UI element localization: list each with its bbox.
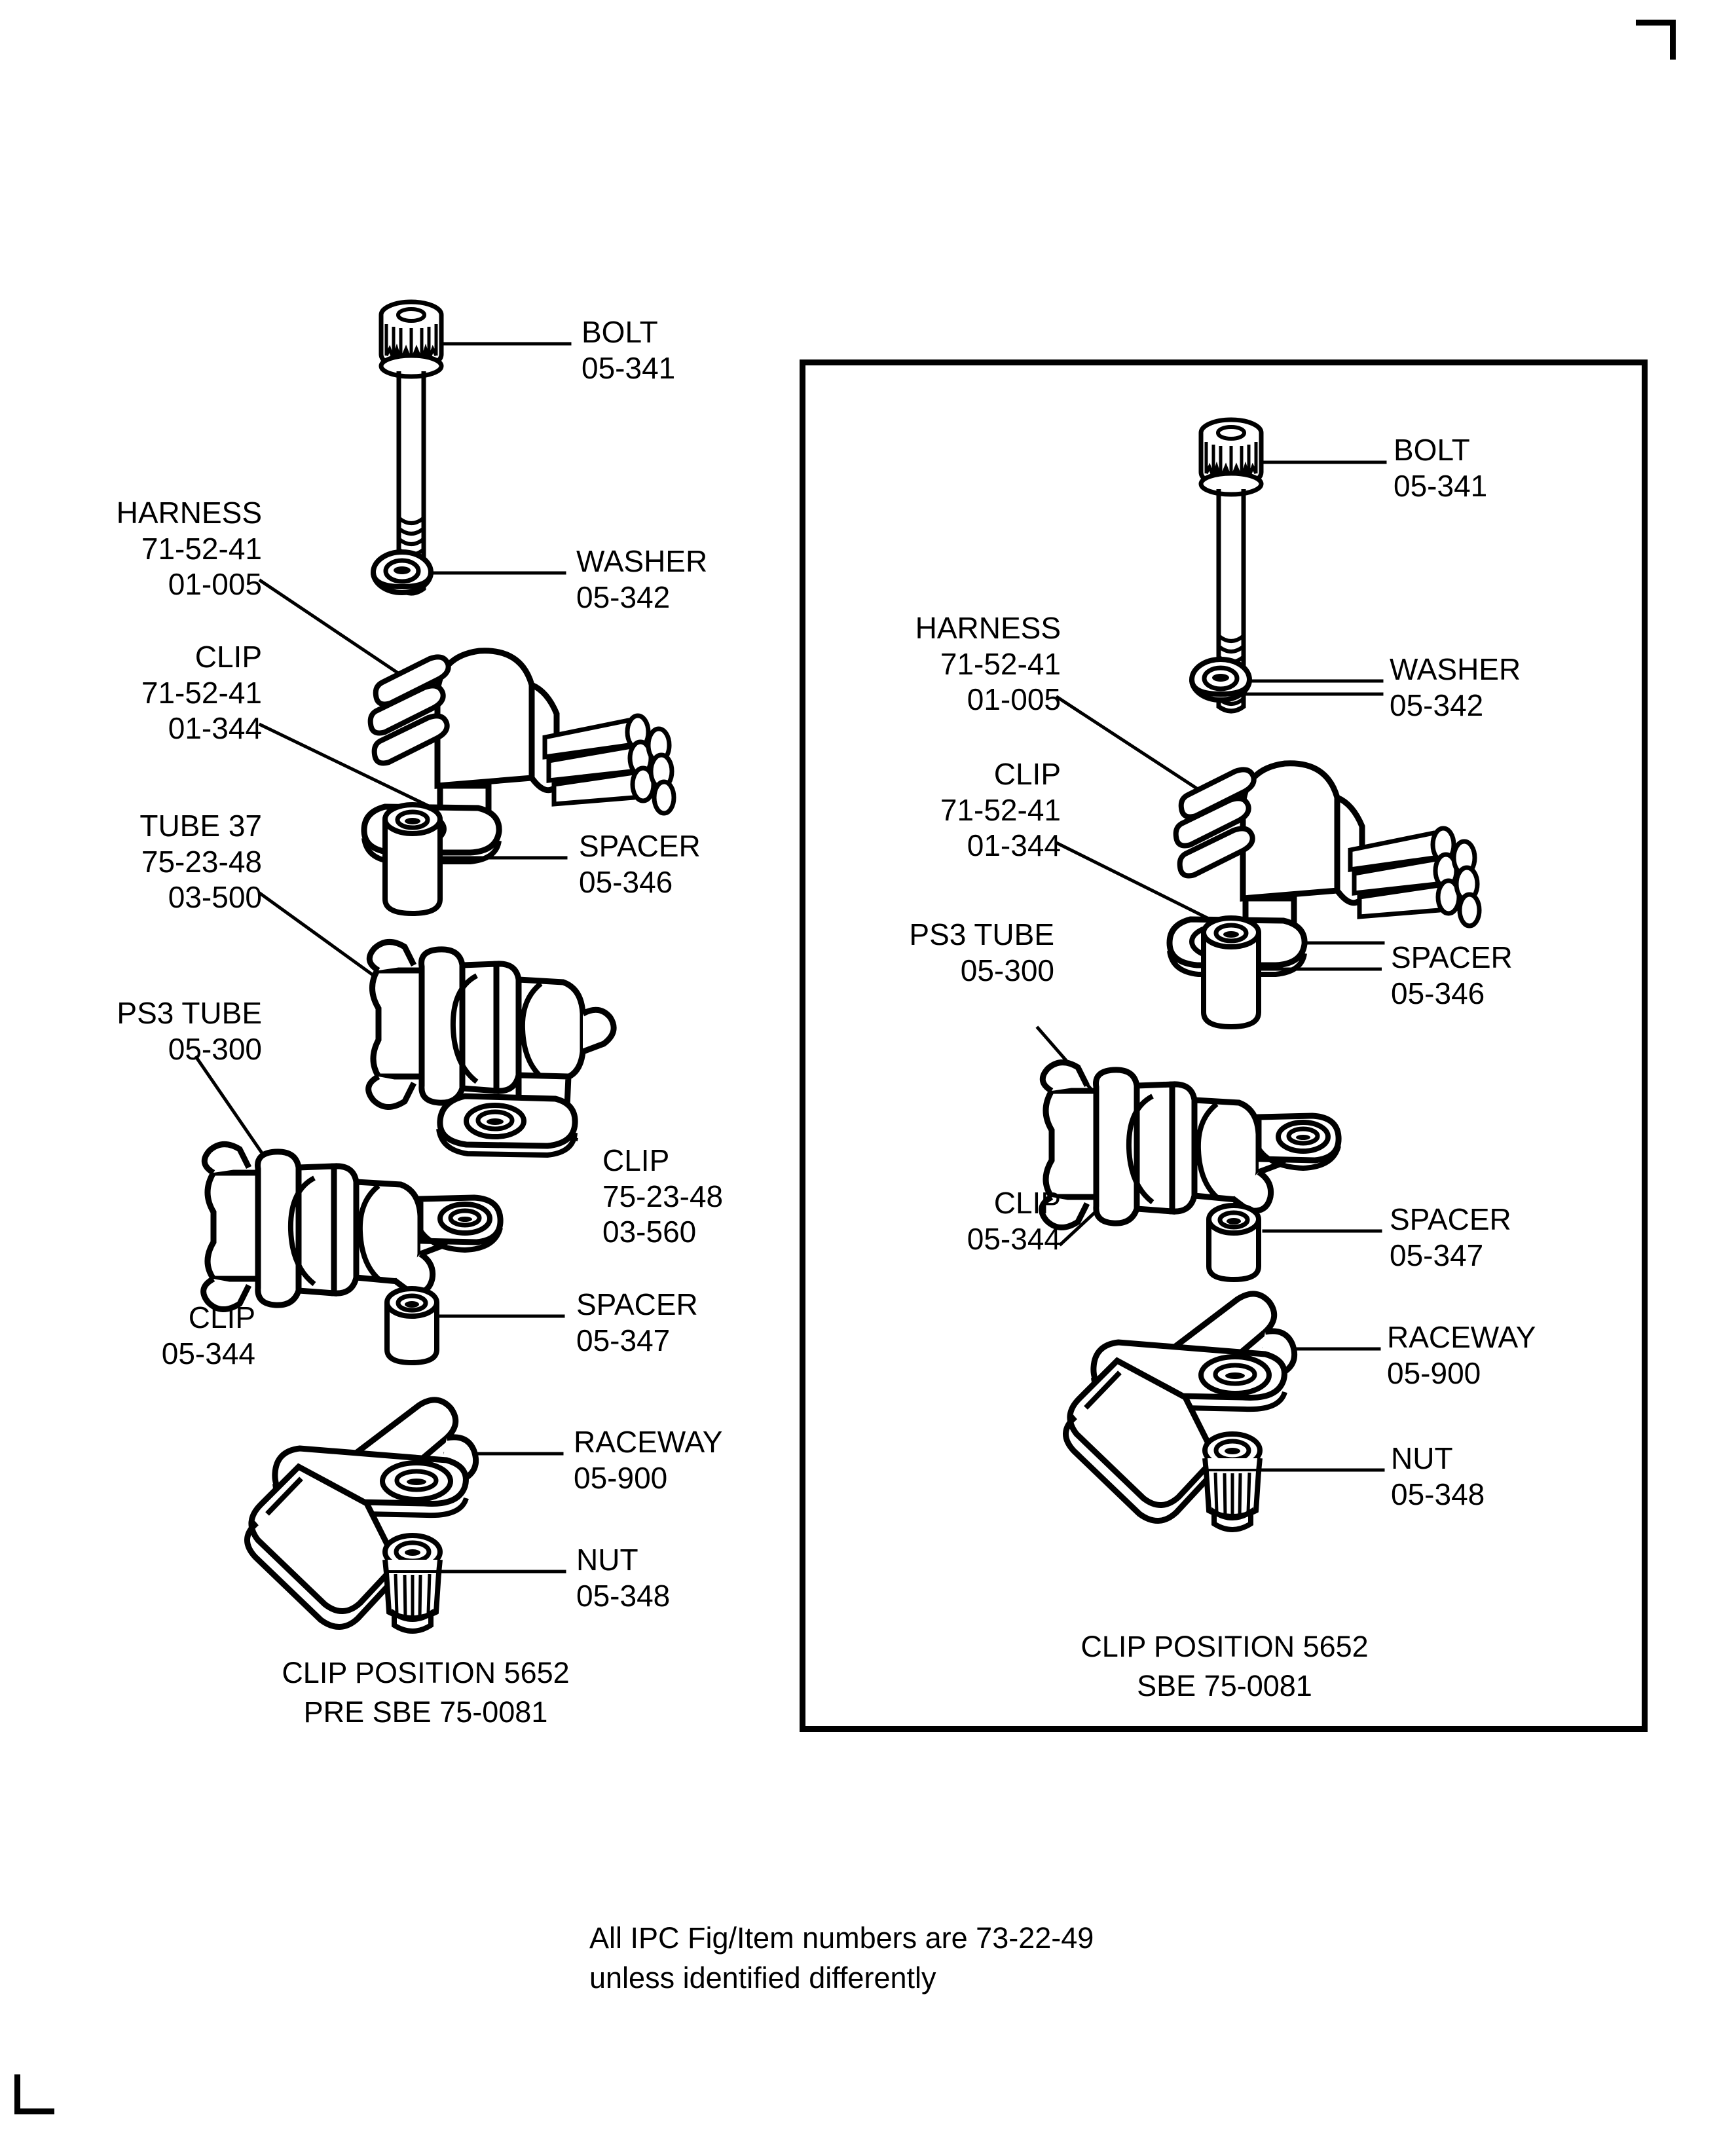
label-part-number: 05-900 <box>574 1460 668 1495</box>
corner-mark-top-right-icon <box>1636 20 1676 60</box>
label-part-number: 05-900 <box>1387 1355 1481 1390</box>
label-clip-75-23-48-left: CLIP 75-23-48 03-560 <box>602 1143 723 1250</box>
label-part-number: 05-347 <box>1390 1238 1484 1272</box>
caption-line-2: SBE 75-0081 <box>1137 1669 1312 1702</box>
label-title: NUT <box>576 1543 638 1577</box>
label-title: NUT <box>1391 1441 1453 1475</box>
label-title: BOLT <box>1394 433 1470 467</box>
label-ps3-tube-left: PS3 TUBE 05-300 <box>0 995 262 1067</box>
label-part-number: 05-346 <box>579 864 673 899</box>
label-clip-harness-left: CLIP 71-52-41 01-344 <box>0 639 262 746</box>
label-part-number: 05-347 <box>576 1323 671 1357</box>
caption-line-1: CLIP POSITION 5652 <box>1080 1630 1369 1663</box>
label-spacer-346-right: SPACER 05-346 <box>1391 940 1513 1011</box>
label-title: RACEWAY <box>574 1425 723 1459</box>
label-title: PS3 TUBE <box>909 917 1054 951</box>
label-bolt-right: BOLT 05-341 <box>1394 432 1487 504</box>
label-title: HARNESS <box>116 496 262 530</box>
label-title: CLIP <box>993 1186 1061 1220</box>
caption-right-variant-sbe: SBE 75-0081 <box>930 1666 1519 1706</box>
label-part-number-2: 01-344 <box>967 828 1061 863</box>
label-part-number: 05-300 <box>168 1031 262 1066</box>
footer-note: All IPC Fig/Item numbers are 73-22-49 un… <box>589 1919 1094 1998</box>
label-nut-right: NUT 05-348 <box>1391 1441 1485 1512</box>
label-tube37-left: TUBE 37 75-23-48 03-500 <box>0 808 262 915</box>
label-title: BOLT <box>582 315 658 349</box>
label-clip-05-344-right: CLIP 05-344 <box>812 1185 1061 1257</box>
label-title: SPACER <box>1390 1202 1511 1236</box>
caption-right-variant: CLIP POSITION 5652 <box>930 1627 1519 1666</box>
caption-line-1: CLIP POSITION 5652 <box>282 1656 570 1689</box>
label-title: CLIP <box>993 757 1061 791</box>
label-title: TUBE 37 <box>139 809 262 843</box>
label-part-number-2: 01-344 <box>168 711 262 746</box>
label-title: WASHER <box>576 544 708 578</box>
label-bolt-left: BOLT 05-341 <box>582 314 675 386</box>
label-part-number-1: 71-52-41 <box>940 646 1061 681</box>
label-title: RACEWAY <box>1387 1320 1536 1354</box>
label-harness-right: HARNESS 71-52-41 01-005 <box>805 610 1061 718</box>
label-part-number-2: 03-500 <box>168 880 262 915</box>
label-raceway-left: RACEWAY 05-900 <box>574 1424 722 1496</box>
label-title: HARNESS <box>915 611 1061 645</box>
label-spacer-346-left: SPACER 05-346 <box>579 828 701 900</box>
label-washer-left: WASHER 05-342 <box>576 543 707 615</box>
label-part-number: 05-341 <box>582 350 676 385</box>
caption-line-2: PRE SBE 75-0081 <box>303 1695 548 1729</box>
label-title: CLIP <box>194 640 262 674</box>
label-part-number: 05-342 <box>1390 688 1484 722</box>
label-part-number: 05-348 <box>1391 1477 1485 1511</box>
label-title: SPACER <box>1391 940 1513 974</box>
label-part-number: 05-342 <box>576 579 671 614</box>
label-part-number-2: 03-560 <box>602 1215 697 1249</box>
label-title: SPACER <box>576 1287 698 1321</box>
label-part-number-2: 01-005 <box>967 682 1061 717</box>
label-ps3-tube-right: PS3 TUBE 05-300 <box>805 917 1054 988</box>
corner-mark-bottom-left-icon <box>14 2074 54 2114</box>
variant-box-post-sbe <box>800 359 1648 1732</box>
label-part-number-1: 75-23-48 <box>141 844 262 879</box>
label-part-number: 05-341 <box>1394 468 1488 503</box>
label-title: CLIP <box>602 1143 670 1177</box>
label-spacer-347-left: SPACER 05-347 <box>576 1287 698 1358</box>
label-part-number: 05-300 <box>960 953 1054 987</box>
label-washer-right: WASHER 05-342 <box>1390 652 1521 723</box>
label-raceway-right: RACEWAY 05-900 <box>1387 1319 1536 1391</box>
label-harness-left: HARNESS 71-52-41 01-005 <box>0 495 262 602</box>
label-title: WASHER <box>1390 652 1521 686</box>
label-part-number: 05-344 <box>161 1336 255 1371</box>
label-part-number-1: 75-23-48 <box>602 1179 724 1213</box>
label-part-number: 05-348 <box>576 1578 671 1613</box>
label-title: SPACER <box>579 829 701 863</box>
label-part-number: 05-346 <box>1391 976 1485 1010</box>
label-clip-05-344-left: CLIP 05-344 <box>0 1300 255 1371</box>
label-part-number-1: 71-52-41 <box>141 675 262 710</box>
footer-note-line-1: All IPC Fig/Item numbers are 73-22-49 <box>589 1921 1094 1955</box>
label-nut-left: NUT 05-348 <box>576 1542 670 1613</box>
label-clip-harness-right: CLIP 71-52-41 01-344 <box>805 756 1061 864</box>
label-title: PS3 TUBE <box>117 996 262 1030</box>
label-part-number-2: 01-005 <box>168 567 262 602</box>
label-part-number-1: 71-52-41 <box>940 792 1061 827</box>
label-title: CLIP <box>188 1300 255 1334</box>
label-spacer-347-right: SPACER 05-347 <box>1390 1202 1511 1273</box>
label-part-number-1: 71-52-41 <box>141 531 262 566</box>
label-part-number: 05-344 <box>967 1221 1061 1256</box>
caption-left-variant: CLIP POSITION 5652 PRE SBE 75-0081 <box>170 1653 681 1732</box>
footer-note-line-2: unless identified differently <box>589 1960 936 1995</box>
